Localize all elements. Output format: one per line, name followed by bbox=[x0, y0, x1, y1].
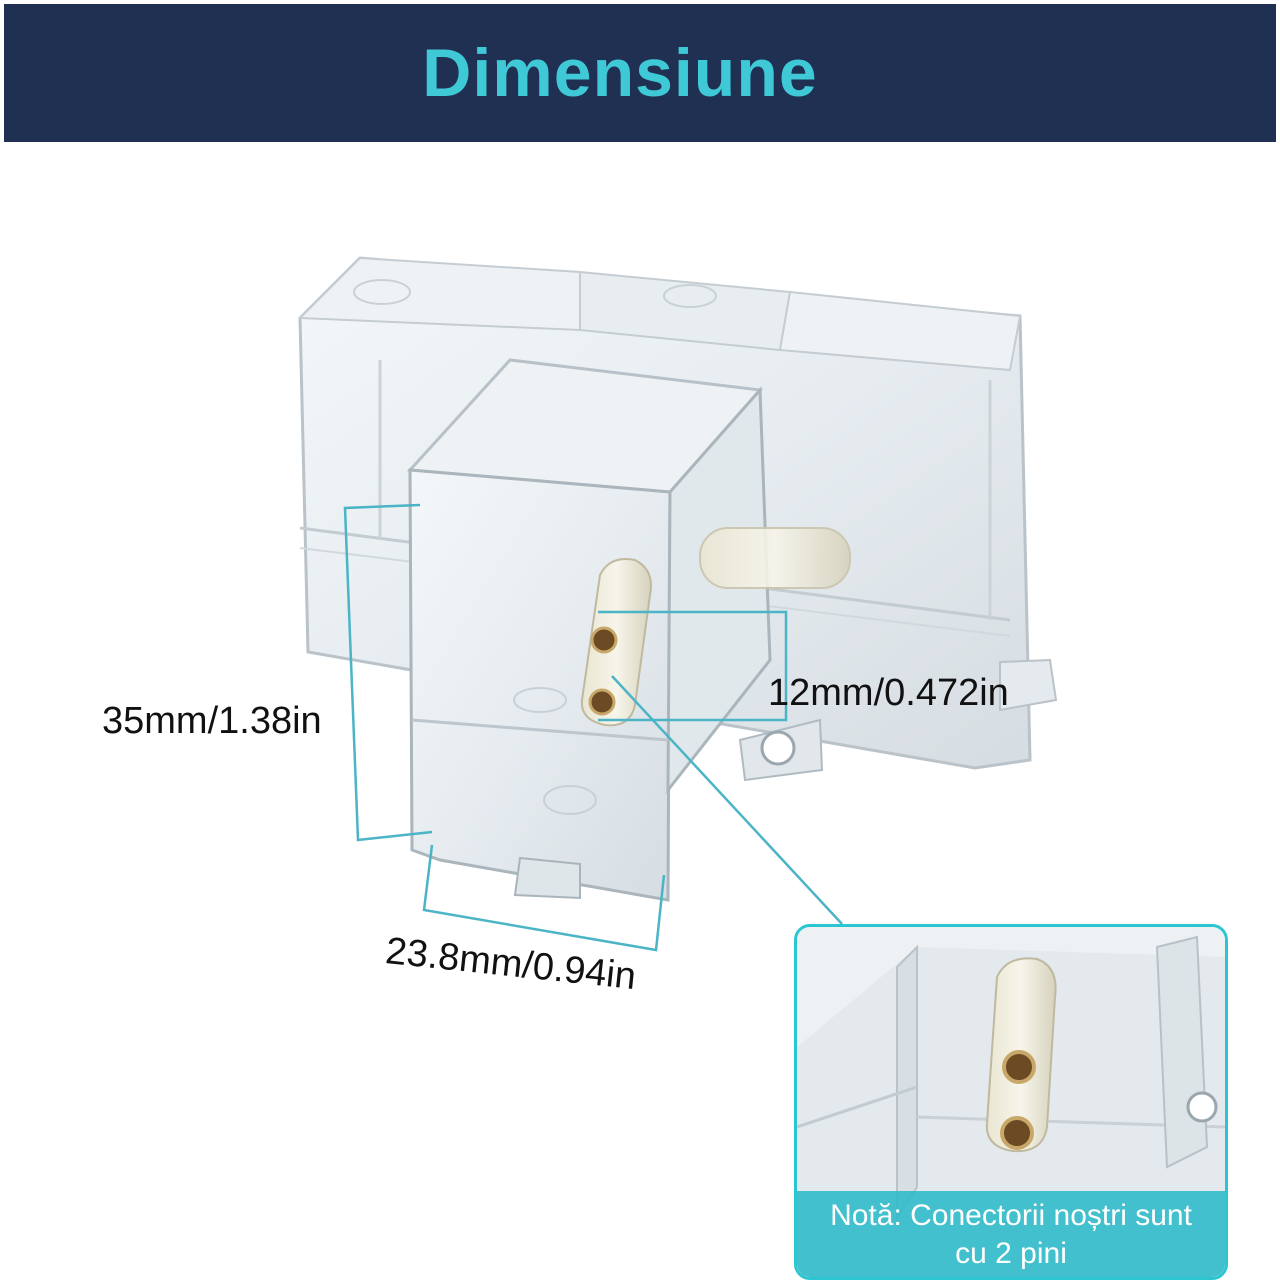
front-socket-box bbox=[406, 358, 772, 902]
callout-leader-line bbox=[611, 675, 843, 925]
connector-pin-horizontal bbox=[699, 527, 851, 589]
header-banner: Dimensiune bbox=[4, 4, 1276, 142]
inset-note: Notă: Conectorii noștri sunt cu 2 pini bbox=[797, 1191, 1225, 1277]
connector-pin-front bbox=[580, 558, 652, 727]
pin-spacing-dimension-line bbox=[598, 610, 788, 722]
height-dimension-label: 35mm/1.38in bbox=[102, 700, 322, 742]
dimension-lines bbox=[343, 503, 843, 952]
width-dimension-line bbox=[422, 844, 666, 952]
inset-note-line1: Notă: Conectorii noștri sunt bbox=[830, 1199, 1192, 1232]
height-dimension-line bbox=[343, 503, 433, 842]
page-title: Dimensiune bbox=[422, 35, 818, 111]
inset-note-line2: cu 2 pini bbox=[955, 1237, 1067, 1270]
pin-spacing-dimension-label: 12mm/0.472in bbox=[768, 672, 1009, 714]
detail-inset: Notă: Conectorii noștri sunt cu 2 pini bbox=[794, 924, 1228, 1280]
